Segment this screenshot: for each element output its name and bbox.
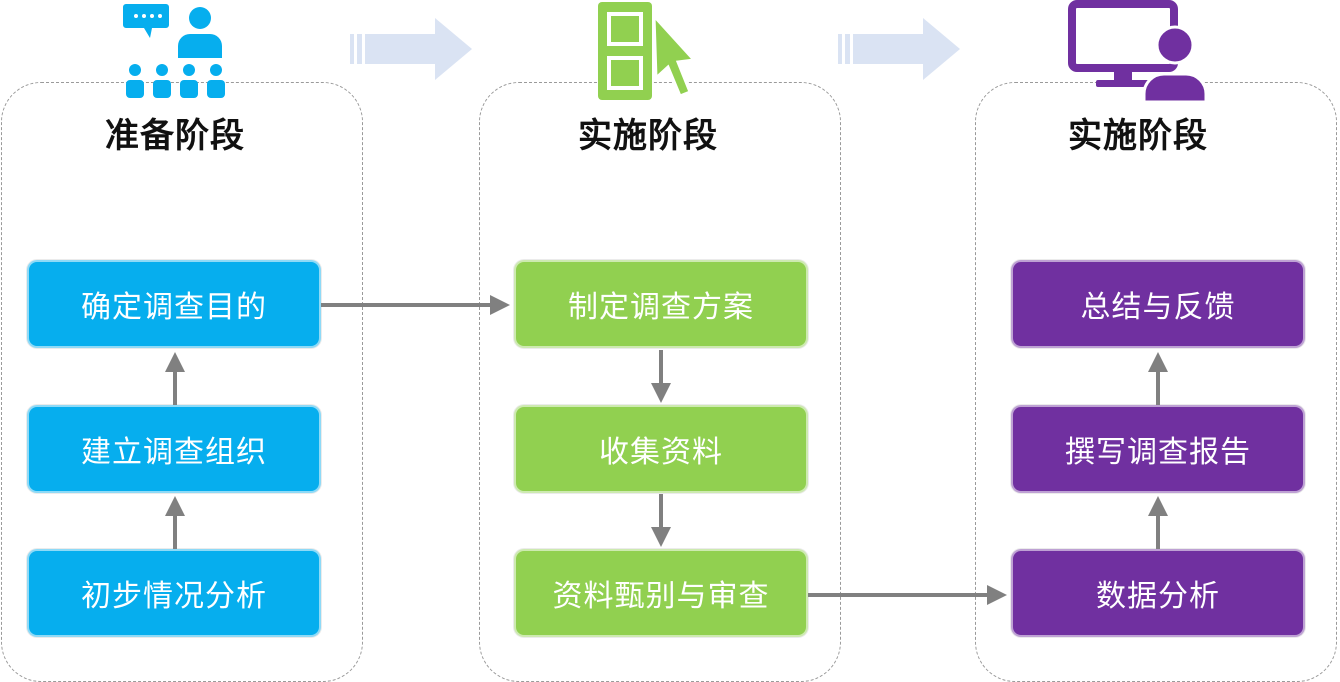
- stage-arrow-2: [838, 18, 960, 80]
- step-box-determine-purpose: 确定调查目的: [27, 260, 321, 348]
- stage-arrow-1: [350, 18, 472, 80]
- computer-user-icon: [1068, 0, 1208, 104]
- stage-title-implementation-2: 实施阶段: [1068, 116, 1208, 156]
- step-box-build-organization: 建立调查组织: [27, 405, 321, 493]
- step-box-preliminary-analysis: 初步情况分析: [27, 549, 321, 637]
- stage-title-implementation: 实施阶段: [578, 116, 718, 156]
- step-box-write-report: 撰写调查报告: [1011, 405, 1305, 493]
- step-box-make-plan: 制定调查方案: [514, 260, 808, 348]
- step-box-data-analysis: 数据分析: [1011, 549, 1305, 637]
- audience-presenter-icon: [123, 4, 225, 98]
- step-box-collect-data: 收集资料: [514, 405, 808, 493]
- step-box-summary-feedback: 总结与反馈: [1011, 260, 1305, 348]
- step-box-screen-review: 资料甄别与审查: [514, 549, 808, 637]
- cursor-click-panel-icon: [598, 2, 698, 100]
- stage-title-preparation: 准备阶段: [105, 116, 245, 156]
